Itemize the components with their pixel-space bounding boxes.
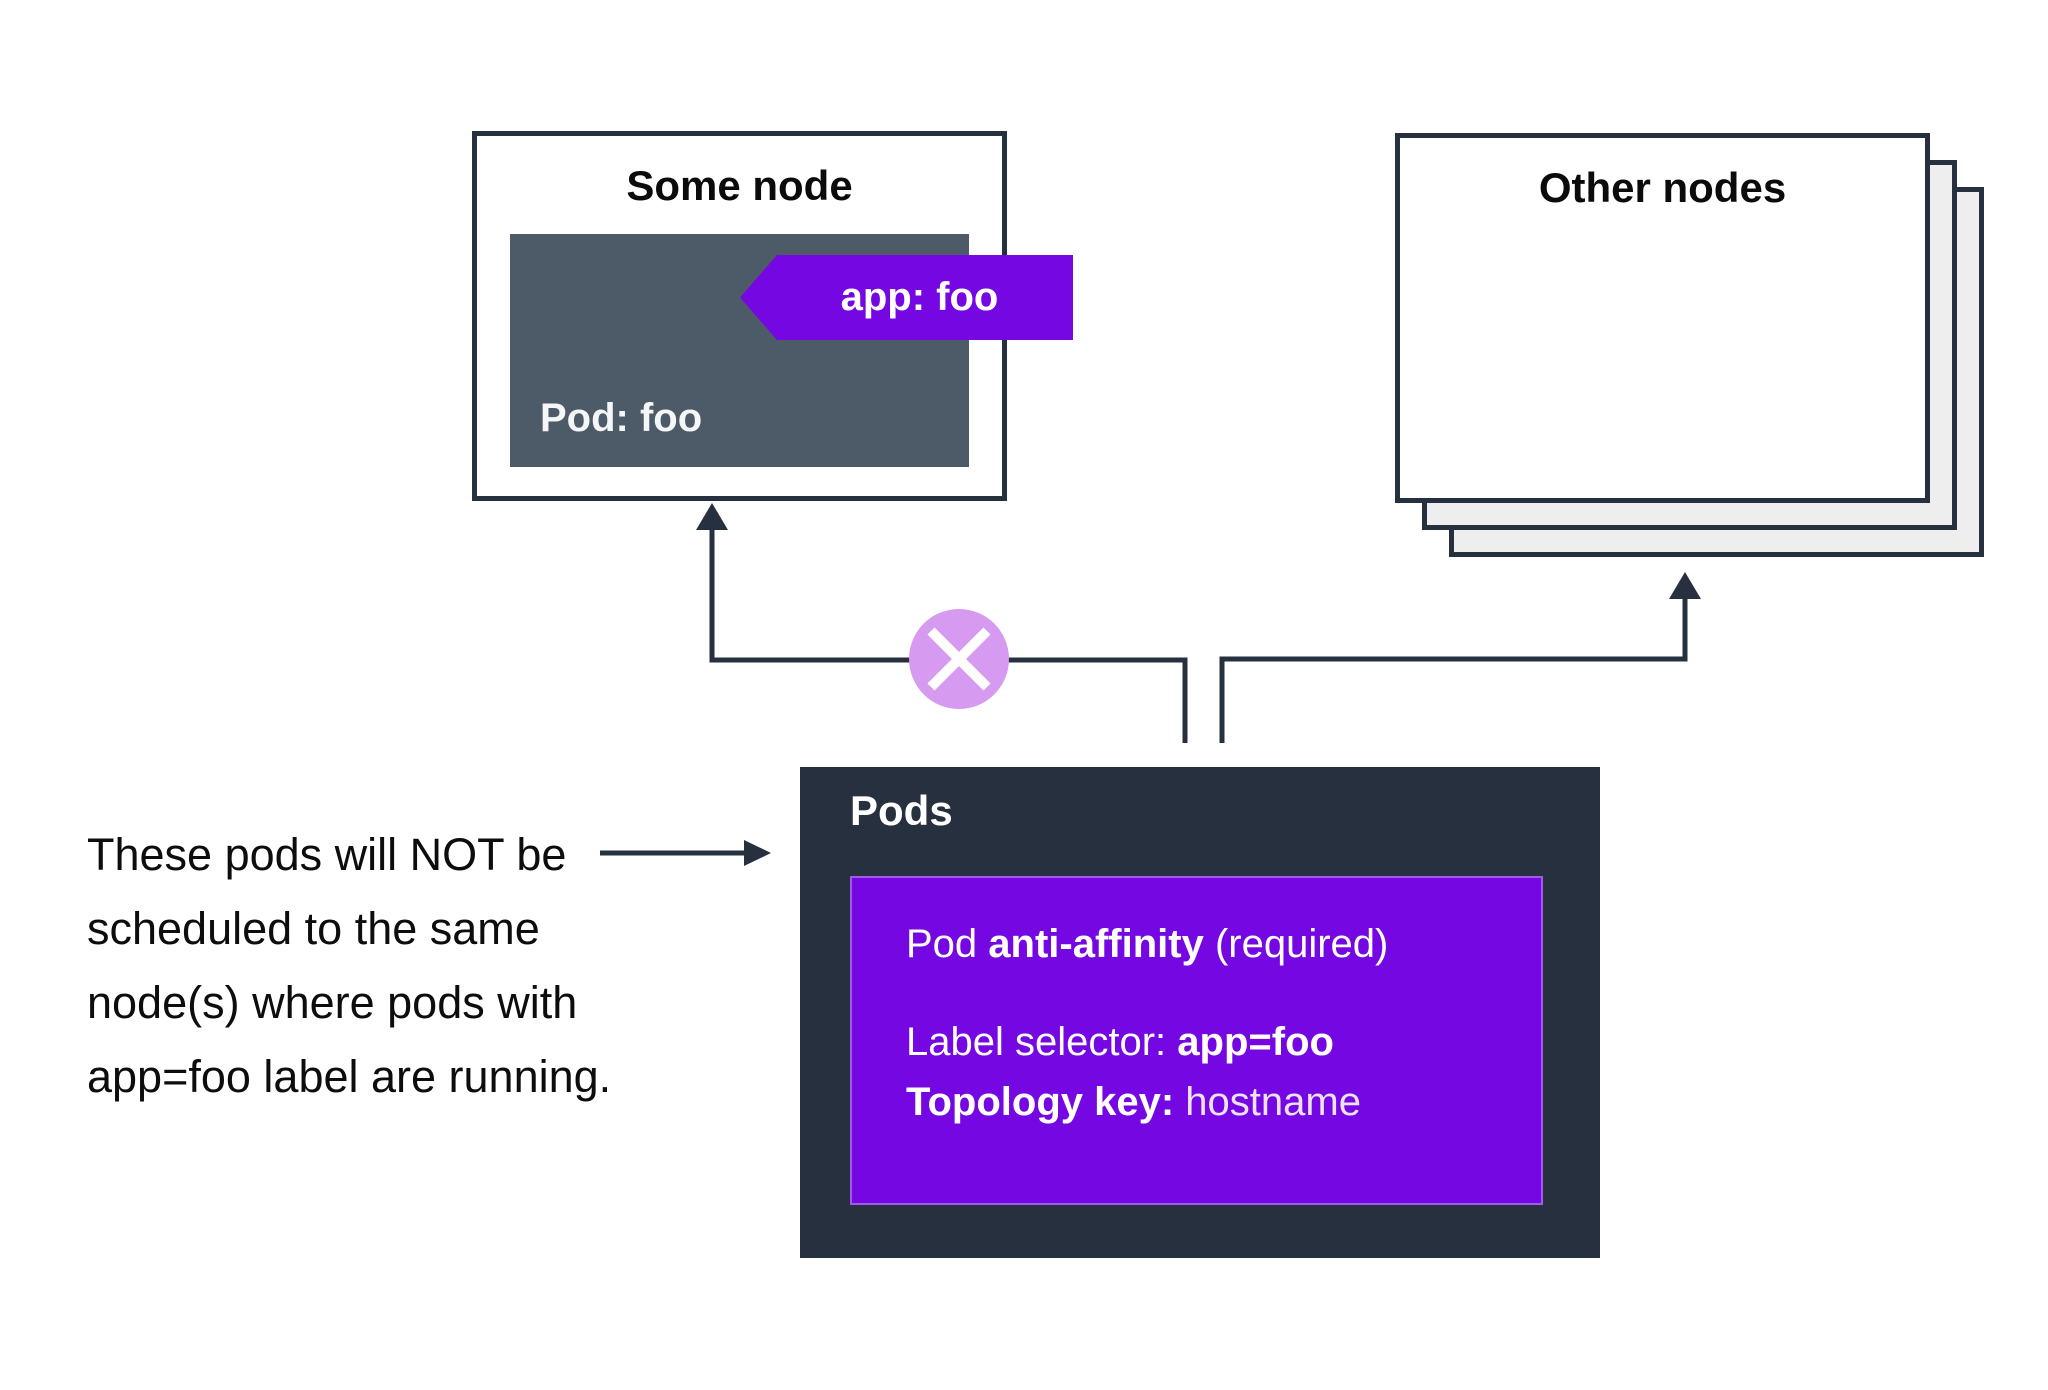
anti-affinity-line: Pod anti-affinity (required) bbox=[906, 922, 1389, 966]
note-line: These pods will NOT be bbox=[87, 829, 567, 880]
pods-box: Pods Pod anti-affinity (required) Label … bbox=[800, 767, 1600, 1258]
x-circle-icon bbox=[909, 609, 1009, 709]
app-foo-tag-label: app: foo bbox=[840, 275, 999, 319]
anti-affinity-rule-box: Pod anti-affinity (required) Label selec… bbox=[850, 876, 1543, 1205]
pods-title: Pods bbox=[850, 787, 953, 834]
note-line: scheduled to the same bbox=[87, 903, 540, 954]
connector-to-some-node bbox=[709, 527, 1188, 743]
connector-to-other-nodes bbox=[1219, 594, 1688, 743]
note-text: These pods will NOT be scheduled to the … bbox=[87, 818, 647, 1114]
note-line: node(s) where pods with bbox=[87, 977, 578, 1028]
some-node-title: Some node bbox=[626, 162, 853, 209]
label-selector-line: Label selector: app=foo bbox=[906, 1020, 1334, 1064]
app-foo-tag: app: foo bbox=[740, 255, 1073, 340]
pod-foo-label: Pod: foo bbox=[540, 396, 703, 440]
other-nodes-title: Other nodes bbox=[1538, 164, 1787, 211]
arrowhead-note-icon bbox=[744, 840, 771, 866]
topology-key-line: Topology key: hostname bbox=[906, 1080, 1361, 1124]
arrowhead-other-nodes-icon bbox=[1669, 572, 1701, 599]
other-nodes-box: Other nodes bbox=[1395, 133, 1930, 503]
arrowhead-some-node-icon bbox=[696, 503, 728, 530]
note-line: app=foo label are running. bbox=[87, 1051, 612, 1102]
